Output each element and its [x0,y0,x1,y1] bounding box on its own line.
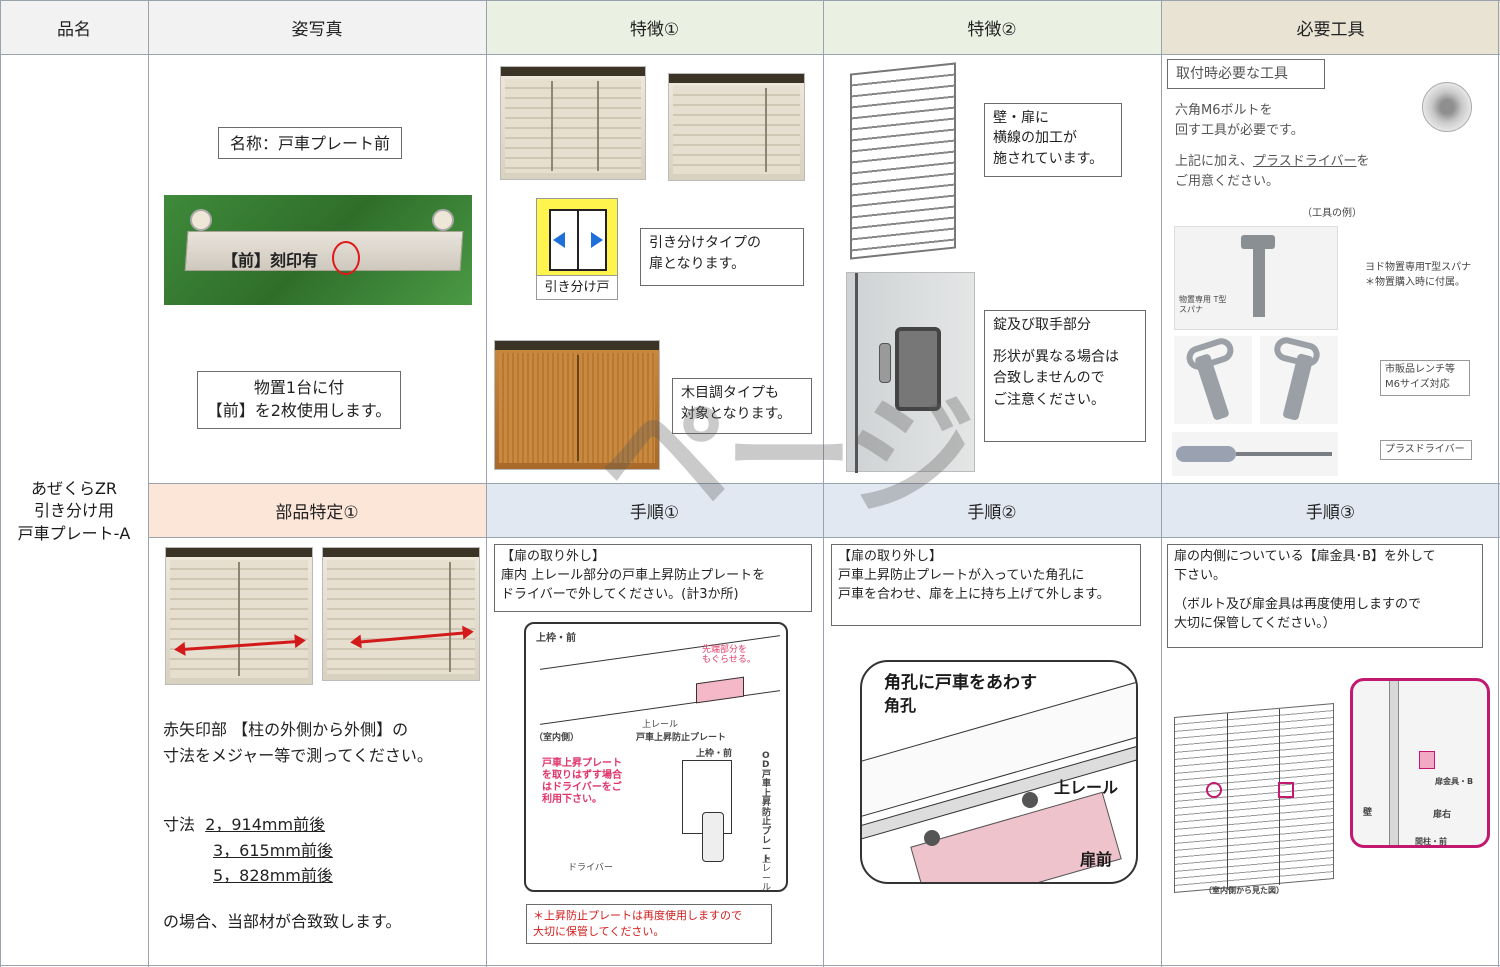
lock-photo [846,272,975,473]
wall-text: 壁・扉に 横線の加工が 施されています。 [984,103,1122,177]
wrench-2-icon [1260,334,1338,424]
step2-text: 【扉の取り外し】 戸車上昇防止プレートが入っていた角孔に 戸車を合わせ、扉を上に… [831,544,1141,626]
part-name-label: 名称：戸車プレート前 [218,127,402,159]
step1-diagram: 上枠・前 先端部分を もぐらせる。 上レール （室内側） 戸車上昇防止プレート … [524,622,788,892]
plate-note: 戸車上昇プレート を取りはずす場合 はドライバーをご 利用下さい。 [542,758,622,805]
driver-icon [702,812,724,862]
driver-note: プラスドライバー [1380,440,1472,460]
roller-icon-1 [924,830,940,846]
step1-text: 【扉の取り外し】 庫内 上レール部分の戸車上昇防止プレートを ドライバーで外して… [494,544,812,612]
spanner-photo: 物置専用 T型スパナ [1174,226,1338,330]
header-feature1: 特徴① [486,0,823,54]
lock-icon [879,343,891,383]
header-part-id: 部品特定① [148,483,486,537]
highlight-circle-1 [1206,782,1222,798]
plate-wheel-right [432,209,454,231]
plate-wheel-left [190,209,212,231]
header-step1: 手順① [486,483,823,537]
screwdriver-icon [1172,432,1338,476]
roller-icon-2 [1022,792,1038,808]
lock-text: 錠及び取手部分 形状が異なる場合は 合致しませんので ご注意ください。 [984,310,1146,442]
highlight-circle-2 [1278,782,1294,798]
part-shed-photo-2 [322,547,480,681]
header-photo: 姿写真 [148,0,486,54]
match-conclusion: の場合、当部材が合致致します。 [163,912,402,931]
wall-panel-drawing [850,62,956,260]
arrow-left-icon [553,232,565,248]
bolt-icon [1422,82,1472,132]
shed-photo-2 [668,73,805,181]
tools-driver-text: 上記に加え、プラスドライバーを ご用意ください。 [1175,154,1370,190]
tools-example: （工具の例） [1302,208,1362,219]
grid-v-5 [1498,0,1499,967]
header-name: 品名 [0,0,148,54]
header-feature2: 特徴② [823,0,1161,54]
size-list: 寸法 2，914mm前後 3，615mm前後 5，828mm前後 [163,815,333,886]
stamp-label: 【前】刻印有 [222,251,319,270]
tools-title: 取付時必要な工具 [1167,59,1325,89]
part-shed-photo-1 [165,547,313,685]
grid-v-2 [486,0,487,967]
wood-type-text: 木目調タイプも 対象となります。 [672,378,812,434]
wood-shed-photo [494,340,660,470]
product-name: あぜくらZR 引き分け用 戸車プレート-A [17,479,131,543]
tools-bolt-text: 六角M6ボルトを 回す工具が必要です。 [1175,103,1304,139]
grid-h-3 [148,537,1500,538]
header-step2: 手順② [823,483,1161,537]
grid-h-1 [0,54,1500,55]
step3-caption: （室内側から見た図） [1204,886,1284,895]
part-photo: 【前】刻印有 [164,195,472,305]
arrow-right-icon [591,232,603,248]
grid-v-3 [823,0,824,967]
usage-label: 物置1台に付 【前】を2枚使用します。 [197,371,401,429]
sliding-door-text: 引き分けタイプの 扉となります。 [640,228,804,286]
fitting-icon [1419,751,1435,769]
measure-description: 赤矢印部 【柱の外側から外側】の 寸法をメジャー等で測ってください。 [163,720,433,765]
step1-note: ＊上昇防止プレートは再度使用しますので 大切に保管してください。 [526,904,772,944]
header-tools: 必要工具 [1161,0,1500,54]
header-step3: 手順③ [1161,483,1500,537]
step2-diagram: 角孔に戸車をあわす 角孔 上レール 扉前 [860,660,1138,884]
wrench-note: 市販品レンチ等 M6サイズ対応 [1380,360,1470,396]
grid-v-1 [148,0,149,967]
step3-text: 扉の内側についている【扉金具･B】を外して 下さい。 （ボルト及び扉金具は再度使… [1167,544,1483,648]
grid-v-4 [1161,0,1162,967]
handle-icon [895,327,941,411]
t-spanner-icon [1241,235,1275,249]
sliding-door-icon: 引き分け戸 [536,198,618,300]
stamp-circle [332,241,360,275]
spanner-note: ヨド物置専用T型スパナ ＊物置購入時に付属。 [1360,258,1484,294]
grid-h-top [0,0,1500,1]
grid-h-bottom [0,965,1500,966]
step3-detail: 扉金具・B 壁 扉右 間柱・前 [1350,678,1490,848]
grid-v-0 [0,0,1,967]
shed-photo-1 [500,66,646,180]
grid-h-2 [148,483,1500,484]
wrench-icon [1174,335,1252,424]
step3-shed-drawing [1174,703,1334,893]
